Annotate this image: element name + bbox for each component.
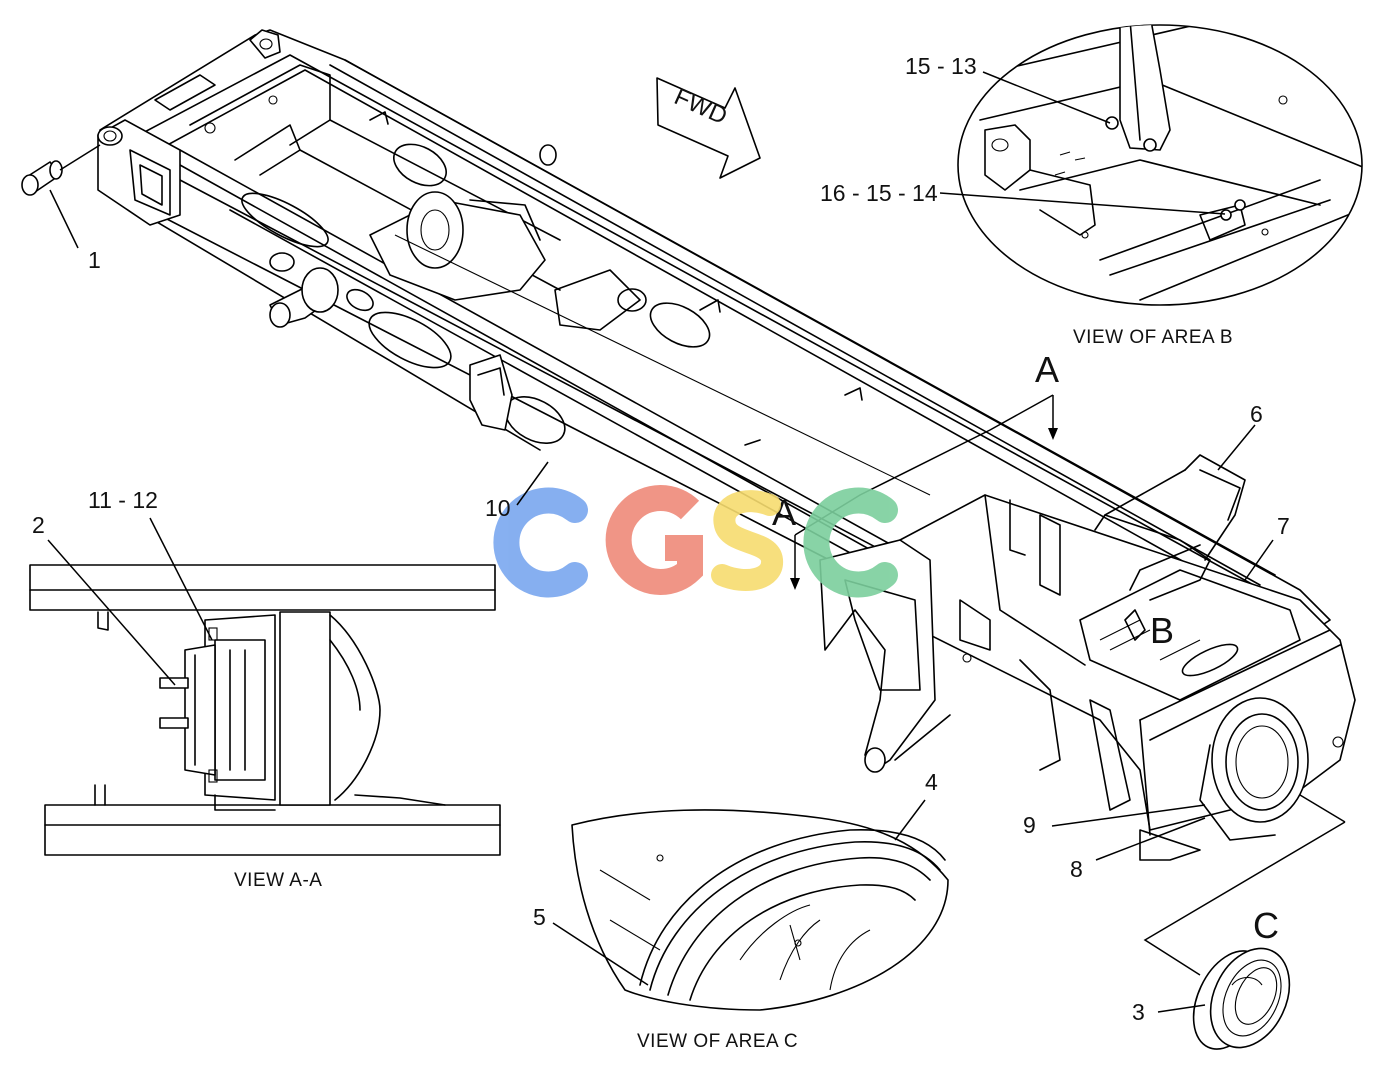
callout-7: 7 [1277, 513, 1290, 539]
callout-5: 5 [533, 904, 546, 930]
callout-9: 9 [1023, 812, 1036, 838]
view-a-a-caption: VIEW A-A [234, 870, 322, 891]
callouts-main: 10 6 7 9 8 [485, 401, 1290, 882]
part-1-pin: 1 [21, 144, 101, 273]
callout-2: 2 [32, 512, 45, 538]
callout-15-13: 15 - 13 [905, 53, 977, 79]
view-a-a: 2 11 - 12 VIEW A-A [29, 487, 501, 891]
callout-10: 10 [485, 495, 511, 521]
callout-3: 3 [1132, 999, 1145, 1025]
view-area-b-caption: VIEW OF AREA B [1073, 327, 1233, 348]
callout-6: 6 [1250, 401, 1263, 427]
callout-4: 4 [925, 769, 938, 795]
area-b-view: 15 - 13 16 - 15 - 14 VIEW OF AREA B [820, 24, 1363, 348]
callout-8: 8 [1070, 856, 1083, 882]
area-letter-b: B [1150, 610, 1174, 651]
area-letter-c: C [1253, 905, 1279, 946]
area-c-view: 4 5 VIEW OF AREA C [533, 769, 949, 1052]
watermark-logo [493, 485, 898, 598]
callout-16-15-14: 16 - 15 - 14 [820, 180, 938, 206]
section-letter-a-top: A [1035, 349, 1059, 390]
part-3-seal: C 3 [1132, 794, 1346, 1050]
callout-1: 1 [88, 247, 101, 273]
main-frame-drawing [97, 29, 1356, 861]
view-area-c-caption: VIEW OF AREA C [637, 1031, 798, 1052]
forward-arrow: FWD [656, 77, 761, 179]
callout-11-12: 11 - 12 [88, 487, 158, 513]
